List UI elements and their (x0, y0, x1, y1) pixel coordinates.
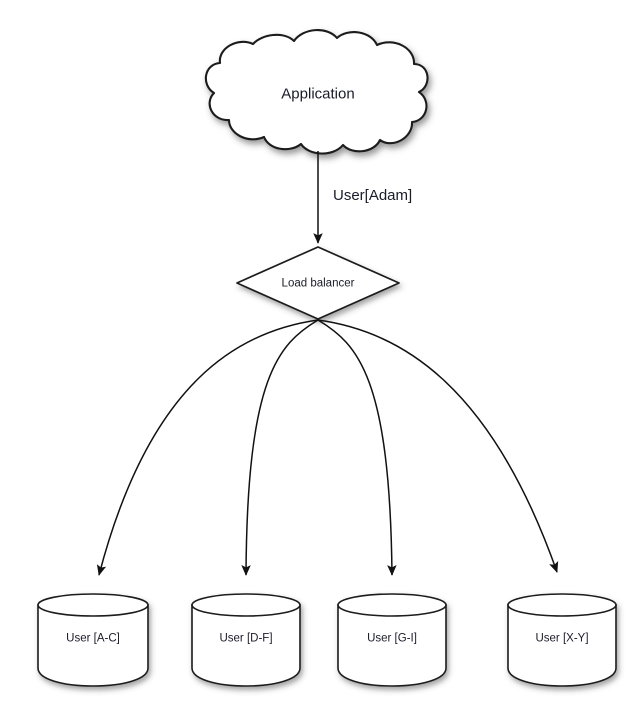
edge-lb-to-db-4 (317, 319, 559, 573)
database-cylinder-top (507, 593, 617, 617)
edge-lb-to-db-2 (241, 319, 319, 576)
node-database-4[interactable] (507, 593, 617, 687)
database-cylinder-top (191, 593, 301, 617)
database-2-label: User [D-F] (219, 632, 273, 645)
database-cylinder-icon (191, 604, 301, 687)
edge-curve (317, 319, 397, 576)
edge-lb-to-db-3 (317, 319, 397, 576)
database-1-label: User [A-C] (66, 632, 120, 645)
node-database-3[interactable] (337, 593, 447, 687)
node-load-balancer[interactable] (236, 246, 400, 320)
cloud-icon (204, 29, 429, 155)
database-cylinder-top (37, 593, 149, 617)
database-cylinder-top (337, 593, 447, 617)
database-cylinder-icon (337, 604, 447, 687)
cloud-label: Application (281, 85, 355, 103)
edge-lb-to-db-1 (96, 319, 319, 576)
load-balancer-label: Load balancer (281, 277, 355, 290)
edge-curve (96, 319, 319, 576)
database-cylinder-icon (37, 604, 149, 687)
edge-label-user-adam: User[Adam] (333, 187, 413, 204)
node-cloud-application[interactable] (204, 29, 429, 155)
database-3-label: User [G-I] (367, 632, 417, 645)
edge-curve (317, 319, 559, 573)
database-cylinder-icon (507, 604, 617, 687)
database-4-label: User [X-Y] (535, 632, 589, 645)
node-database-2[interactable] (191, 593, 301, 687)
node-database-1[interactable] (37, 593, 149, 687)
diamond-decision-icon (236, 246, 400, 320)
edge-curve (241, 319, 319, 576)
